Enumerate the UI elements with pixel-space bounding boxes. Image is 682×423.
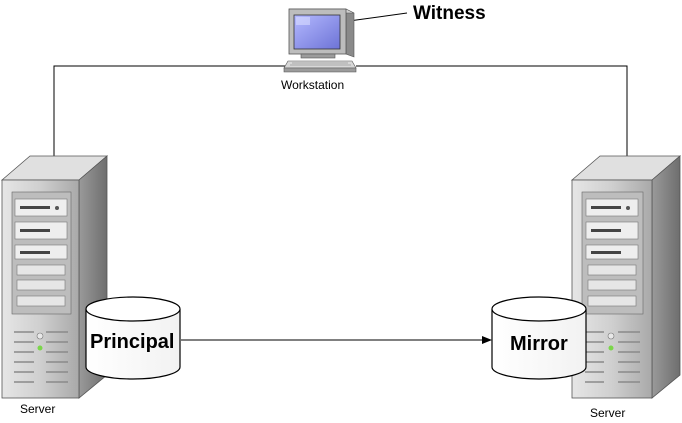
witness-pointer-line (348, 12, 408, 22)
right-server-label: Server (590, 406, 626, 420)
database-cylinder-icon (85, 296, 181, 380)
witness-label: Witness (413, 3, 486, 24)
workstation-label: Workstation (281, 78, 345, 92)
mirror-database-label: Mirror (510, 333, 568, 355)
connector-workstation-to-right-server (356, 65, 631, 171)
database-cylinder-icon (491, 296, 587, 380)
connector-workstation-to-left-server (50, 65, 288, 171)
left-server-label: Server (20, 402, 56, 416)
tower-server-icon (570, 155, 682, 399)
workstation-computer-icon (283, 8, 357, 73)
principal-database-label: Principal (90, 331, 175, 353)
